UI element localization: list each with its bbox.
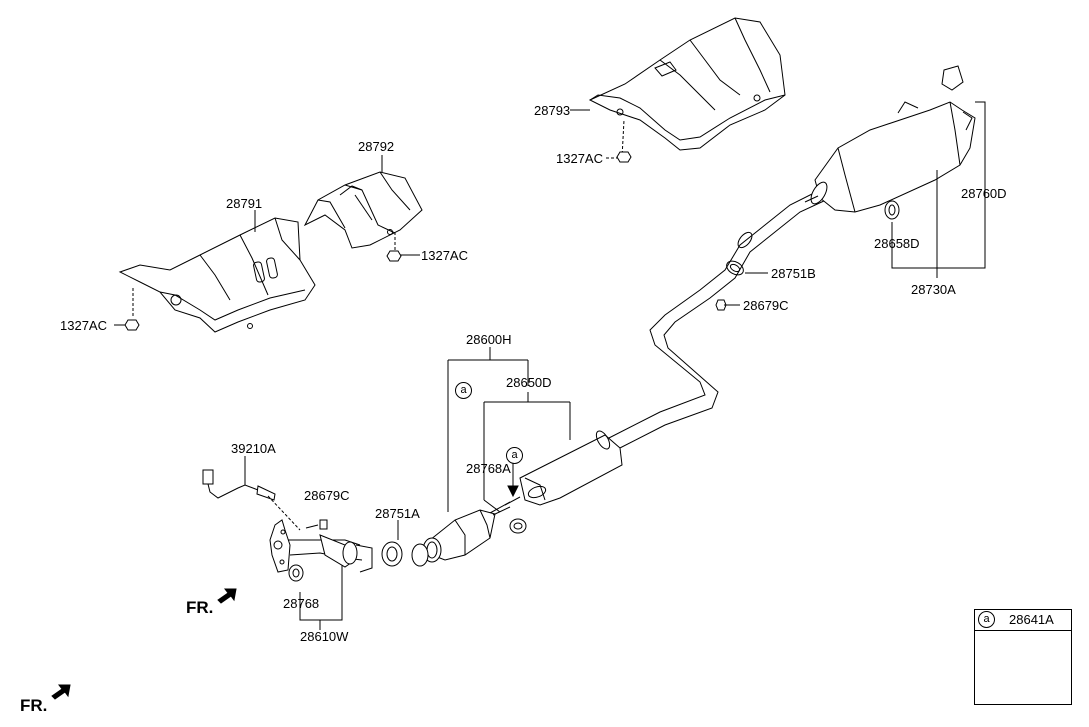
part-label-1327ac-left: 1327AC	[60, 318, 107, 333]
nut-28679c-front	[319, 519, 328, 530]
part-label-28792: 28792	[358, 139, 395, 154]
bracket-28610w	[299, 565, 343, 621]
oxygen-sensor	[202, 469, 301, 531]
legend-header: a 28641A	[975, 610, 1071, 631]
part-label-28679c-rear: 28679C	[743, 298, 789, 313]
hanger-28658d	[884, 200, 900, 220]
heat-protector-28793	[588, 17, 786, 151]
heat-protector-28792	[303, 171, 423, 249]
part-label-28679c-front: 28679C	[304, 488, 350, 503]
hanger-28768	[288, 564, 304, 582]
front-marker-1: FR.	[186, 598, 214, 617]
center-pipe	[604, 189, 827, 453]
part-label-28730a: 28730A	[911, 282, 956, 297]
part-label-28600h: 28600H	[466, 332, 512, 347]
bracket-28658d	[891, 222, 937, 269]
part-label-28793: 28793	[534, 103, 571, 118]
callout-a-lower: a	[506, 447, 523, 464]
part-label-28791: 28791	[226, 196, 263, 211]
legend-part-label: 28641A	[1009, 612, 1054, 627]
front-marker-2: FR.	[20, 696, 48, 715]
part-label-28751a: 28751A	[375, 506, 420, 521]
leader-28679c-front	[305, 524, 319, 529]
part-label-28760d: 28760D	[961, 186, 1007, 201]
bracket-28650d-foot	[483, 499, 501, 513]
legend-box: a 28641A	[974, 609, 1072, 705]
rear-muffler	[804, 65, 976, 213]
part-label-28658d: 28658D	[874, 236, 920, 251]
front-arrow-1	[217, 588, 237, 604]
part-label-28768: 28768	[283, 596, 320, 611]
legend-callout-a: a	[978, 611, 995, 628]
nut-1327ac-mid	[386, 250, 402, 262]
part-label-28768a: 28768A	[466, 461, 511, 476]
center-muffler	[489, 430, 623, 514]
gasket-28751a	[381, 541, 403, 567]
part-label-28650d: 28650D	[506, 375, 552, 390]
front-pipe	[269, 519, 373, 573]
part-label-1327ac-mid: 1327AC	[421, 248, 468, 263]
hanger-28768a	[509, 518, 527, 534]
callout-a-upper: a	[455, 382, 472, 399]
bracket-28760d-28730a	[936, 101, 986, 269]
heat-protector-28791	[118, 217, 316, 333]
part-label-28610w: 28610W	[300, 629, 349, 644]
part-label-28751b: 28751B	[771, 266, 816, 281]
arrow-28768a	[507, 485, 519, 498]
front-arrow-2	[51, 684, 71, 700]
nut-1327ac-left	[124, 319, 140, 331]
part-label-39210a: 39210A	[231, 441, 276, 456]
catalytic-converter	[411, 506, 511, 567]
nut-1327ac-top	[616, 151, 632, 163]
part-label-1327ac-top: 1327AC	[556, 151, 603, 166]
